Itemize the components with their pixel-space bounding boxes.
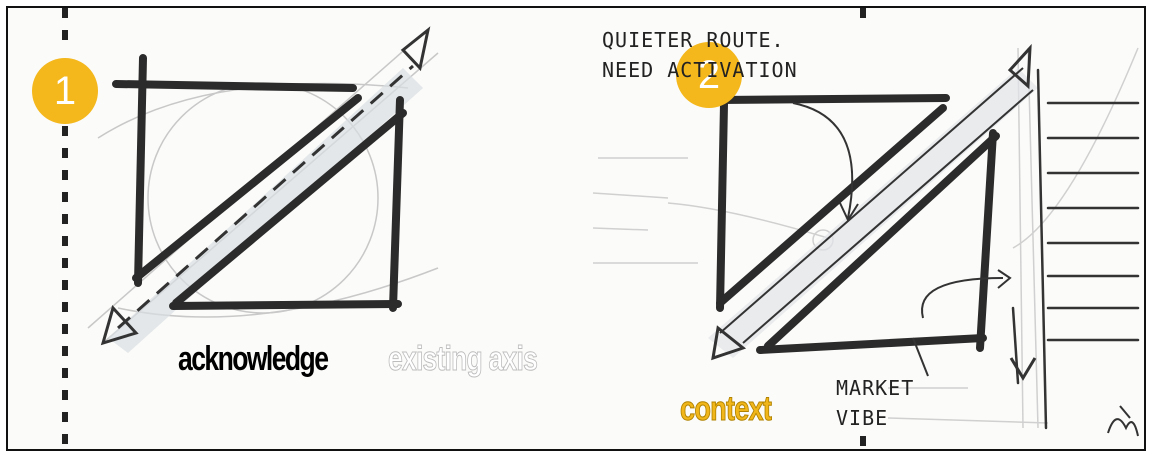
sketch-frame: 1 2 QUIETER ROUTE. NEED ACTIVATION MARKE… — [6, 6, 1146, 451]
note-market: MARKET — [836, 376, 914, 400]
caption-context: context — [680, 390, 771, 429]
caption-acknowledge: acknowledge — [178, 340, 327, 379]
note-quieter-route: QUIETER ROUTE. — [602, 28, 785, 52]
note-vibe: VIBE — [836, 406, 888, 430]
step-badge-1: 1 — [32, 58, 98, 124]
note-need-activation: NEED ACTIVATION — [602, 58, 798, 82]
caption-existing-axis: existing axis — [388, 340, 537, 379]
sketch-drawing — [8, 8, 1146, 451]
panel1-sketch — [88, 30, 438, 353]
